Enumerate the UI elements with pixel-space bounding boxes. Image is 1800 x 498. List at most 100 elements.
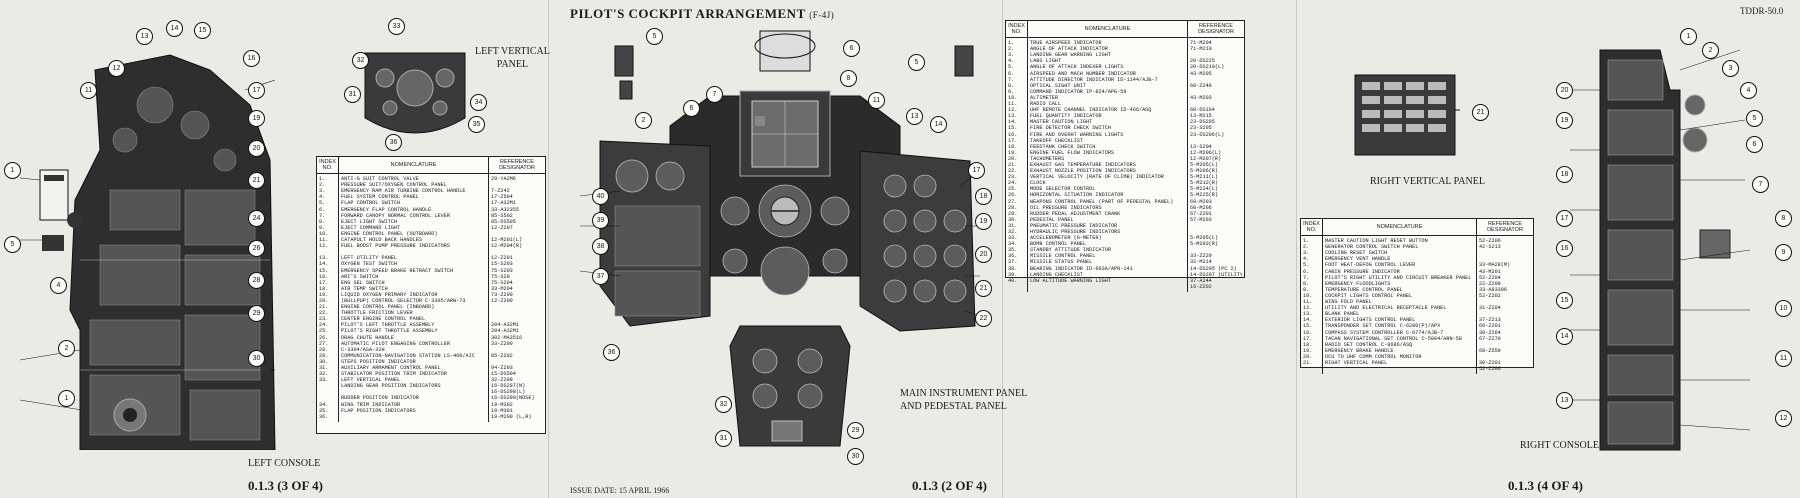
table-cell: EMERGENCY BRAKE HANDLE	[1325, 347, 1394, 354]
callout: 2	[58, 340, 75, 357]
table-cell: 17.	[319, 279, 329, 286]
table-cell: FIRE AND OVERHT WARNING LIGHTS	[1030, 131, 1124, 138]
table-cell: 14.	[1008, 119, 1018, 126]
left-console-index-table: INDEX NO. NOMENCLATURE REFERENCE DESIGNA…	[316, 156, 546, 434]
table-cell: CATAPULT HOLD BACK HANDLES	[341, 237, 422, 244]
table-cell: 17.	[1008, 137, 1018, 144]
table-cell: 23-S205	[1190, 125, 1212, 132]
table-cell: 85-DS505	[491, 218, 516, 225]
table-cell: 31-Z204	[1479, 305, 1501, 312]
table-cell: 13.	[319, 255, 329, 262]
callout: 1	[1680, 28, 1697, 45]
callout: 7	[1752, 176, 1769, 193]
table-cell: 302-MA3516	[491, 334, 523, 341]
table-cell: RUDDER PEDAL ADJUSTMENT CRANK	[1030, 210, 1121, 217]
callout: 11	[868, 92, 885, 109]
right-console-drawing	[1570, 49, 1751, 451]
table-cell: 3.	[1008, 52, 1015, 59]
table-cell: 7-Z242	[491, 188, 510, 195]
table-cell: 15.	[1303, 323, 1313, 330]
table-cell: FUEL BOOST PUMP PRESSURE INDICATORS	[341, 243, 450, 250]
table-cell: ALTIMETER	[1030, 94, 1059, 101]
callout: 32	[352, 52, 369, 69]
table-cell: 33-A32355	[491, 206, 520, 213]
table-cell: FUEL QUANTITY INDICATOR	[1030, 113, 1102, 120]
callout: 40	[592, 188, 609, 205]
table-cell: BOMB CONTROL PANEL	[1030, 241, 1087, 248]
table-cell: 13-S204	[1190, 143, 1212, 150]
main-panel-label: AND PEDESTAL PANEL	[900, 400, 1007, 412]
table-cell: 38.	[1008, 265, 1018, 272]
table-cell: 14-DS205 (PC 2)	[1190, 265, 1237, 272]
table-cell: DCU TO UHF COMM CONTROL MONITOR	[1325, 353, 1422, 360]
table-cell: FUEL SYSTEM CONTROL PANEL	[341, 194, 419, 201]
table-cell: 34.	[1008, 241, 1018, 248]
table-cell: 13.	[1303, 311, 1313, 318]
callout: 37	[592, 268, 609, 285]
table-cell: CENTER ENGINE CONTROL PANEL	[341, 316, 426, 323]
table-cell: 9.	[319, 224, 326, 231]
table-cell: MASTER CAUTION LIGHT	[1030, 119, 1093, 126]
table-cell: 16-Z202	[1190, 283, 1212, 290]
table-cell: 18.	[1303, 341, 1313, 348]
table-cell: 43-M201	[1479, 268, 1501, 275]
table-cell: 33-Z220	[1190, 253, 1212, 260]
table-cell: 15.	[1008, 125, 1018, 132]
callout: 17	[968, 162, 985, 179]
table-cell: EMERGENCY FLAP CONTROL HANDLE	[341, 206, 432, 213]
table-cell: 42-S213	[1479, 244, 1501, 251]
table-cell: 16.	[319, 273, 329, 280]
table-cell: 19-M302	[491, 401, 513, 408]
table-cell: 21.	[1303, 359, 1313, 366]
table-cell: 22.	[1008, 168, 1018, 175]
callout: 6	[1746, 136, 1763, 153]
table-cell: FORWARD CANOPY NORMAL CONTROL LEVER	[341, 212, 450, 219]
table-cell: PNEUMATIC PRESSURE INDICATOR	[1030, 222, 1118, 229]
table-cell: 20.	[319, 297, 329, 304]
callout: 24	[248, 210, 265, 227]
callout: 6	[843, 40, 860, 57]
table-cell: MODE SELECTOR CONTROL	[1030, 186, 1096, 193]
table-cell: UTILITY AND ELECTRICAL RECEPTACLE PANEL	[1325, 305, 1447, 312]
table-cell: 35.	[319, 407, 329, 414]
table-cell: STEPS POSITION INDICATOR	[341, 358, 416, 365]
table-cell: 37-Z213	[1479, 317, 1501, 324]
left-console-label: LEFT CONSOLE	[248, 458, 321, 469]
callout: 29	[847, 422, 864, 439]
table-cell: 29-YA2M6	[491, 176, 516, 183]
table-cell: PILOT'S RIGHT THROTTLE ASSEMBLY	[341, 328, 438, 335]
callout: 20	[248, 140, 265, 157]
table-cell: 33.	[1008, 235, 1018, 242]
header-reference: REFERENCE DESIGNATOR	[499, 159, 535, 172]
table-cell: 33-MA28(M)	[1479, 262, 1511, 269]
table-cell: EXTERIOR LIGHTS CONTROL PANEL	[1325, 317, 1416, 324]
table-cell: 18.	[1008, 143, 1018, 150]
callout: 36	[603, 344, 620, 361]
main-panel-index-table: INDEX NO. NOMENCLATURE REFERENCE DESIGNA…	[1005, 20, 1245, 292]
table-cell: OPTICAL SIGHT UNIT	[1030, 82, 1087, 89]
callout: 5	[908, 54, 925, 71]
table-cell: 22.	[319, 310, 329, 317]
table-cell: MASTER CAUTION LIGHT RESET BUTTON	[1325, 238, 1428, 245]
table-cell: 4.	[1008, 58, 1015, 65]
callout: 2	[1702, 42, 1719, 59]
table-cell: 32.	[319, 371, 329, 378]
table-cell: 2.	[1008, 46, 1015, 53]
table-cell: AUXILIARY ARMAMENT CONTROL PANEL	[341, 365, 441, 371]
table-cell: 37-A244	[1190, 277, 1212, 284]
table-cell: THROTTLE FRICTION LEVER	[341, 310, 413, 317]
table-cell: 11.	[1303, 299, 1313, 306]
callout: 4	[1740, 82, 1757, 99]
table-cell: COCKPIT LIGHTS CONTROL PANEL	[1325, 292, 1413, 299]
table-cell: 20-DS210(L)	[1190, 64, 1225, 71]
table-cell: HYDRAULIC PRESSURE INDICATORS	[1030, 229, 1121, 235]
table-cell: LEFT VERTICAL PANEL	[341, 377, 401, 384]
callout: 30	[847, 448, 864, 465]
table-cell: 60-Z240	[1190, 82, 1212, 89]
table-cell: 73-Z200	[491, 291, 513, 298]
left-vertical-label: LEFT VERTICAL	[475, 46, 550, 57]
table-cell: PRESSURE SUIT/OXYGEN CONTROL PANEL	[341, 182, 447, 189]
table-cell: 19.	[1008, 149, 1018, 156]
table-cell: COOLING RESET SWITCH	[1325, 250, 1388, 257]
table-cell: 30.	[1008, 216, 1018, 223]
